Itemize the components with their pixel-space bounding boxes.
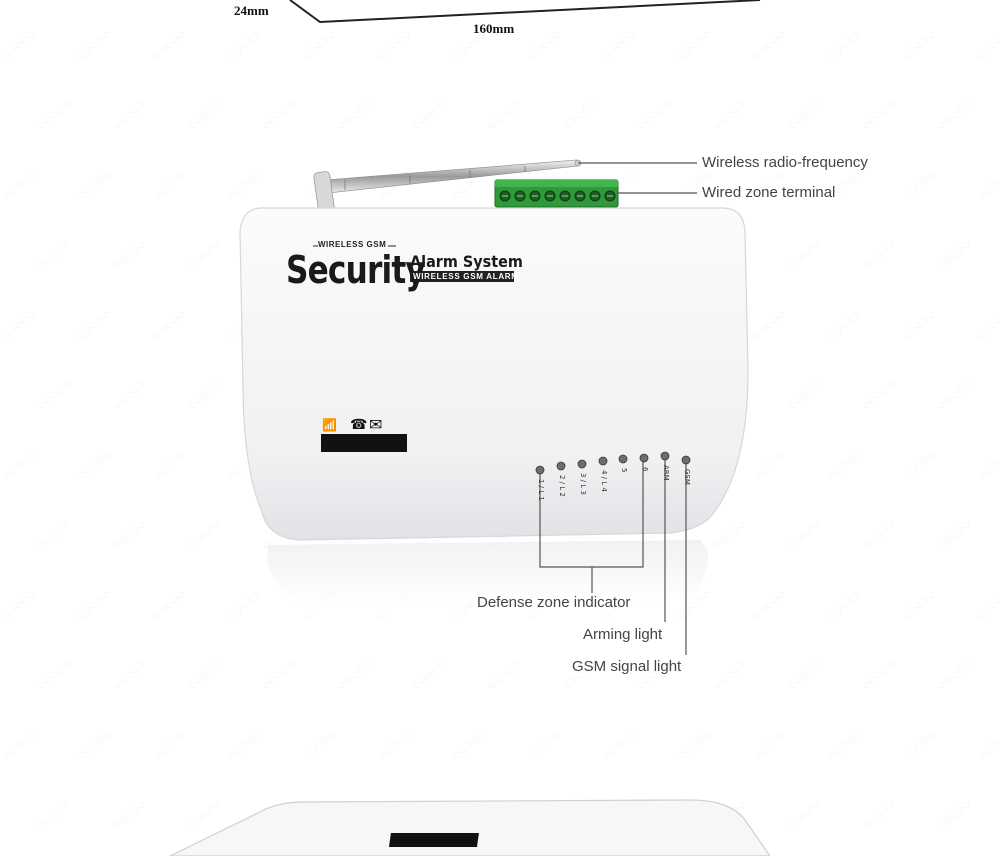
second-panel-display xyxy=(388,833,479,847)
wired-zone-terminal xyxy=(494,179,619,208)
indicator-led xyxy=(535,465,545,475)
led-label: 1 / L 1 xyxy=(537,479,545,501)
led-label: 6 xyxy=(641,467,649,472)
callout-gsm: GSM signal light xyxy=(572,658,682,675)
indicator-led xyxy=(618,454,628,464)
device-outline-edge xyxy=(289,0,761,24)
panel-reflection xyxy=(267,540,708,605)
indicator-led xyxy=(639,453,649,463)
callout-defense-zone: Defense zone indicator xyxy=(477,594,631,611)
callout-terminal: Wired zone terminal xyxy=(702,184,836,201)
logo-sub-text: Alarm System xyxy=(410,252,523,271)
logo-band-text: WIRELESS GSM ALARM xyxy=(413,272,519,281)
status-display xyxy=(321,434,407,452)
brand-logo xyxy=(313,245,514,282)
led-label: 4 / L 4 xyxy=(600,470,608,492)
indicator-led xyxy=(577,459,587,469)
logo-main-text: Security xyxy=(286,248,426,292)
indicator-led xyxy=(556,461,566,471)
signal-icon: 📶 xyxy=(322,418,337,432)
led-label: ARM xyxy=(662,465,670,481)
second-panel-partial xyxy=(169,799,771,856)
indicator-led xyxy=(660,451,670,461)
led-label: 2 / L 2 xyxy=(558,475,566,497)
indicator-led xyxy=(681,455,691,465)
callout-arming: Arming light xyxy=(583,626,663,643)
led-label: 5 xyxy=(620,468,628,473)
dimension-drawing xyxy=(289,0,761,24)
logo-top-text: WIRELESS GSM xyxy=(318,240,387,249)
led-label: 3 / L 3 xyxy=(579,473,587,495)
envelope-icon: ✉ xyxy=(369,417,383,434)
callout-antenna: Wireless radio-frequency xyxy=(702,154,868,171)
dimension-width-label: 160mm xyxy=(473,21,515,36)
indicator-led xyxy=(598,456,608,466)
leader-lines xyxy=(539,162,697,655)
led-label: GSM xyxy=(683,469,691,485)
dimension-height-label: 24mm xyxy=(234,3,269,18)
phone-icon: ☎ xyxy=(350,416,368,432)
